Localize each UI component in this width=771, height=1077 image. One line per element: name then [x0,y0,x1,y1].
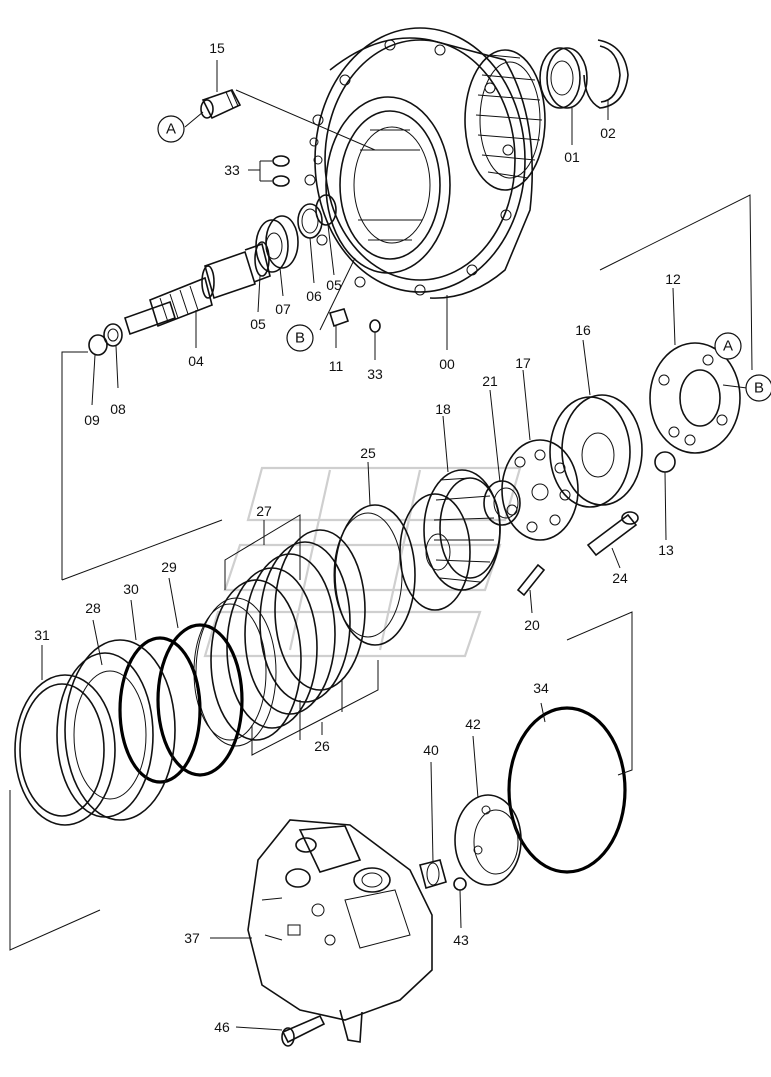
callout-12: 12 [665,271,681,287]
ref-circle-b-lower: B [745,374,771,402]
callout-43: 43 [453,932,469,948]
piston-28 [56,639,176,821]
callout-17: 17 [515,355,531,371]
gear-18 [423,469,501,591]
callout-26: 26 [314,738,330,754]
callout-46: 46 [214,1019,230,1035]
callout-33: 33 [224,162,240,178]
callout-06: 06 [306,288,322,304]
plate-12 [649,342,741,454]
callout-24: 24 [612,570,628,586]
pin-43 [453,877,467,891]
ref-circle-b-upper: B [286,324,314,352]
callout-34: 34 [533,680,549,696]
ref-circle-a-upper: A [157,115,185,143]
o-rings-33 [272,137,323,187]
bearing-40 [419,859,447,890]
callout-01: 01 [564,149,580,165]
ball-13 [654,451,676,473]
ref-label-a2: A [723,338,733,355]
pin-24 [586,511,639,557]
callout-31: 31 [34,627,50,643]
callout-21: 21 [482,373,498,389]
o-ring-29 [156,623,244,777]
callout-37: 37 [184,930,200,946]
friction-plate-25 [333,504,416,646]
callout-15: 15 [209,40,225,56]
callout-42: 42 [465,716,481,732]
callout-30: 30 [123,581,139,597]
ref-label-b2: B [754,380,764,397]
motor-casing-37 [247,819,433,1043]
callout-05: 05 [326,277,342,293]
callout-02: 02 [600,125,616,141]
ref-label-a: A [166,121,176,138]
bearing-01 [539,47,588,109]
screw-20 [516,563,546,597]
callout-00: 00 [439,356,455,372]
ref-label-b: B [295,330,305,347]
bolt-46 [281,1014,326,1047]
callout-33b: 33 [367,366,383,382]
callout-13: 13 [658,542,674,558]
bearing-08 [103,323,123,347]
plate-stack-26-27 [193,529,366,747]
callout-07: 07 [275,301,291,317]
ring-05b [315,194,337,226]
watermark [203,466,522,658]
callout-16: 16 [575,322,591,338]
spring-21 [483,480,521,526]
ring-gear-teeth [464,49,546,191]
plate-18b [399,493,471,611]
snap-ring-09 [88,334,108,356]
housing-00 [304,27,534,299]
callout-11: 11 [329,358,344,374]
callout-labels: 15 02 01 33 00 05 06 07 04 08 09 11 12 1… [34,40,681,1035]
callout-04: 04 [188,353,204,369]
valve-plate-17 [501,439,579,541]
callout-29: 29 [161,559,177,575]
plate-42 [454,794,522,886]
callout-05b: 05 [250,316,266,332]
callout-25: 25 [360,445,376,461]
leader-lines [9,60,753,1031]
callout-28: 28 [85,600,101,616]
callout-18: 18 [435,401,451,417]
o-ring-30 [118,636,202,784]
callout-20: 20 [524,617,540,633]
ring-31 [14,674,116,826]
o-ring-34 [507,706,627,874]
callout-08: 08 [110,401,126,417]
pin-11 [328,308,350,328]
callout-40: 40 [423,742,439,758]
o-ring-33-lower [369,319,381,333]
pin-15 [200,89,242,120]
callout-27: 27 [256,503,272,519]
snap-ring-02 [583,39,629,109]
bearing-07 [255,215,299,273]
ref-circle-a-lower: A [714,332,742,360]
callout-09: 09 [84,412,100,428]
shaft-04 [124,242,271,336]
